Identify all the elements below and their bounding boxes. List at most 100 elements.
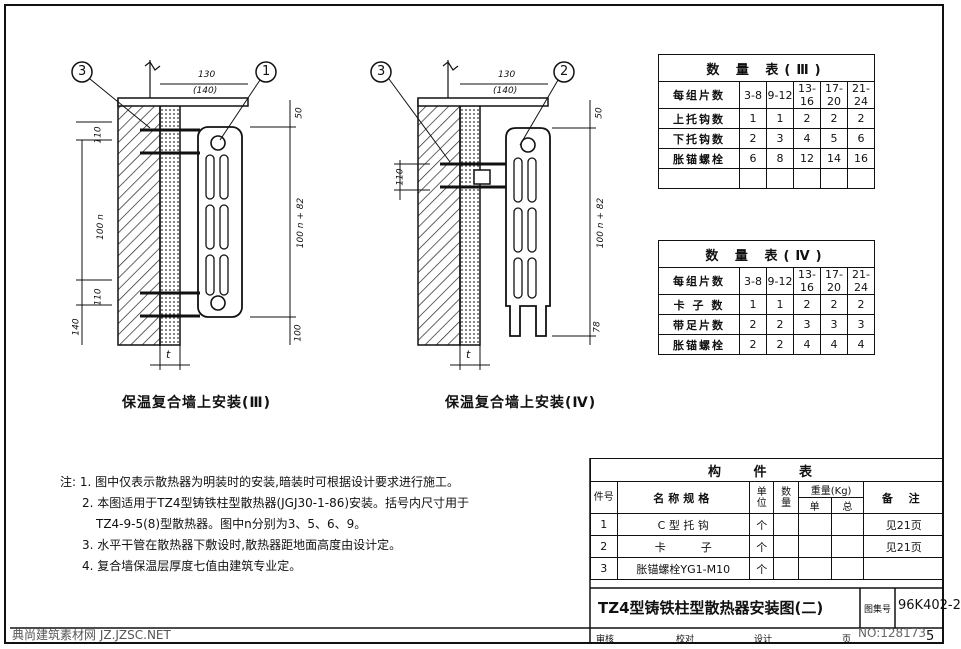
col-header: 21-24 (847, 267, 875, 295)
cell (773, 513, 799, 536)
drawing-iii (71, 60, 296, 370)
dim-100: 100 (293, 324, 304, 342)
cell: 1 (590, 513, 618, 536)
dim-100n82: 100 n + 82 (596, 197, 607, 249)
row-label: 胀锚螺栓 (658, 148, 740, 169)
cell: 3 (847, 314, 875, 335)
atlas-number: 96K402-2 (898, 598, 961, 613)
dim-110-top: 110 (93, 126, 104, 144)
cell: 3 (793, 314, 821, 335)
cell (766, 168, 794, 189)
table-row: 3 胀锚螺栓YG1-M10 个 (590, 557, 944, 580)
watermark-right: NO:128173 (858, 626, 927, 640)
hdr-no: 件号 (590, 481, 618, 514)
table-row: 胀锚螺栓 6 8 12 14 16 (658, 148, 875, 169)
title-block-lines (10, 458, 944, 644)
hdr-total-weight: 总 (830, 497, 865, 514)
cell: 2 (739, 314, 767, 335)
dim-130: 130 (498, 70, 516, 80)
row-label (658, 168, 740, 189)
cell: 个 (748, 557, 775, 580)
dim-130: 130 (198, 70, 216, 80)
header-label: 每组片数 (658, 81, 740, 109)
cell: 1 (739, 108, 767, 129)
dim-140-paren: (140) (493, 86, 518, 96)
note-line: TZ4-9-5(8)型散热器。图中n分别为3、5、6、9。 (96, 517, 367, 531)
window-sill (417, 97, 549, 107)
dim-50: 50 (594, 107, 605, 119)
cell: 4 (793, 334, 821, 355)
cell: 卡 子 (616, 535, 750, 558)
col-header: 3-8 (739, 267, 767, 295)
parts-table: 构 件 表 件号 名称规格 单位 数量 重量(Kg) 备 注 单 总 1 C 型… (590, 458, 944, 580)
hdr-unit-weight: 单 (797, 497, 832, 514)
drawing-title: TZ4型铸铁柱型散热器安装图(二) (598, 599, 824, 617)
col-header: 13-16 (793, 81, 821, 109)
hdr-weight: 重量(Kg) (797, 481, 865, 498)
page-label: 页 (842, 635, 852, 645)
cell: 胀锚螺栓YG1-M10 (616, 557, 750, 580)
cell: 个 (748, 513, 775, 536)
masonry-wall (117, 99, 161, 346)
cell: 2 (820, 108, 848, 129)
cell: 3 (590, 557, 618, 580)
dim-t: t (466, 348, 471, 361)
dim-110: 110 (395, 168, 406, 186)
cell (739, 168, 767, 189)
check-label: 校对 (676, 635, 695, 645)
dim-t: t (166, 348, 171, 361)
table-row: 上托钩数 1 1 2 2 2 (658, 108, 875, 129)
cell (797, 535, 832, 558)
col-header: 17-20 (820, 267, 848, 295)
cell: 2 (590, 535, 618, 558)
caption-iii: 保温复合墙上安装(Ⅲ) (122, 395, 272, 411)
callout-3-left: 3 (78, 64, 87, 79)
cell: 4 (820, 334, 848, 355)
col-header: 9-12 (766, 267, 794, 295)
row-label: 卡 子 数 (658, 294, 740, 315)
cell: 2 (820, 294, 848, 315)
dim-140: 140 (71, 318, 82, 336)
table-row: 卡 子 数 1 1 2 2 2 (658, 294, 875, 315)
callout-3-right: 3 (377, 64, 386, 79)
cell: 个 (748, 535, 775, 558)
row-label: 上托钩数 (658, 108, 740, 129)
cell (797, 557, 832, 580)
cell: 1 (739, 294, 767, 315)
caption-iv: 保温复合墙上安装(Ⅳ) (445, 395, 597, 411)
cell: 12 (793, 148, 821, 169)
dim-100n: 100 n (95, 214, 106, 240)
drawing-iv (370, 60, 596, 370)
quantity-table-iv: 数 量 表(Ⅳ) 每组片数 3-8 9-12 13-16 17-20 21-24… (658, 240, 875, 355)
col-header: 9-12 (766, 81, 794, 109)
cell: 2 (766, 314, 794, 335)
insulation-layer (159, 99, 181, 346)
hdr-unit: 单位 (748, 481, 775, 514)
dim-78: 78 (592, 321, 603, 333)
cell (820, 168, 848, 189)
cell: 14 (820, 148, 848, 169)
note-text: 1. 图中仅表示散热器为明装时的安装,暗装时可根据设计要求进行施工。 (79, 475, 459, 489)
cell: 5 (820, 128, 848, 149)
table-row: 1 C 型 托 钩 个 见21页 (590, 513, 944, 536)
note-line: 注: 1. 图中仅表示散热器为明装时的安装,暗装时可根据设计要求进行施工。 (60, 472, 469, 493)
cell: 8 (766, 148, 794, 169)
cell: C 型 托 钩 (616, 513, 750, 536)
drawing-frame (4, 4, 944, 644)
col-header: 3-8 (739, 81, 767, 109)
hdr-name: 名称规格 (616, 481, 750, 514)
header-label: 每组片数 (658, 267, 740, 295)
dim-100n82: 100 n + 82 (296, 197, 307, 249)
row-label: 下托钩数 (658, 128, 740, 149)
note-line: 4. 复合墙保温层厚度七值由建筑专业定。 (82, 559, 302, 573)
table-title: 数 量 表(Ⅲ) (658, 54, 875, 82)
quantity-table-iii: 数 量 表(Ⅲ) 每组片数 3-8 9-12 13-16 17-20 21-24… (658, 54, 875, 189)
cell: 2 (847, 108, 875, 129)
note-line: 3. 水平干管在散热器下敷设时,散热器距地面高度由设计定。 (82, 538, 402, 552)
col-header: 17-20 (820, 81, 848, 109)
cell (863, 557, 944, 580)
cell: 1 (766, 294, 794, 315)
cell: 3 (766, 128, 794, 149)
row-label: 胀锚螺栓 (658, 334, 740, 355)
